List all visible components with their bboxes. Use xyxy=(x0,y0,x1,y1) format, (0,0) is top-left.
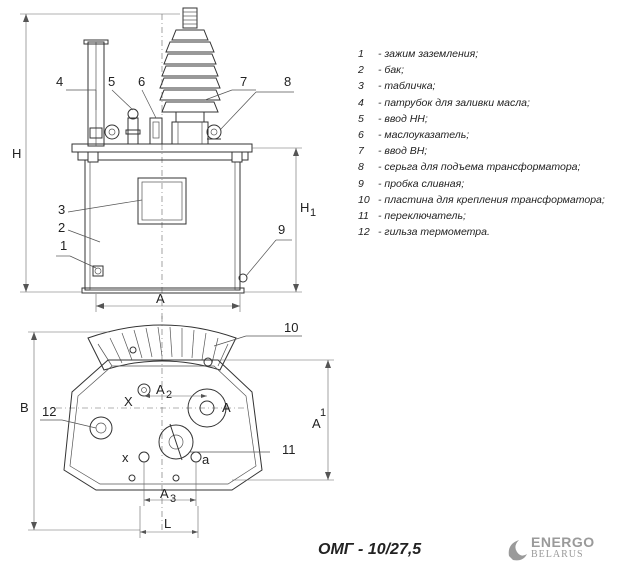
legend-item: 8- серьга для подъема трансформатора; xyxy=(358,161,581,174)
dim-a3-sub: 3 xyxy=(170,493,176,505)
callout-6: 6 xyxy=(138,74,145,89)
drawing-title: ОМГ - 10/27,5 xyxy=(318,541,422,558)
legend-item: 4- патрубок для заливки масла; xyxy=(358,96,530,109)
legend-item: 2- бак; xyxy=(358,64,405,77)
dim-h: H xyxy=(12,146,21,161)
lv-bushing xyxy=(125,108,141,145)
hv-bushing xyxy=(159,7,221,145)
callout-4: 4 xyxy=(56,74,63,89)
legend-item: 9- пробка сливная; xyxy=(358,177,465,190)
hv-bushing-top xyxy=(187,388,227,428)
front-view: H H 1 A 4 5 6 7 8 3 2 1 xyxy=(12,7,316,320)
legend-item: 3- табличка; xyxy=(358,80,436,93)
dim-l: L xyxy=(164,516,171,531)
callout-3: 3 xyxy=(58,202,65,217)
legend-item: 10- пластина для крепления трансформатор… xyxy=(358,193,605,206)
legend-item: 1- зажим заземления; xyxy=(358,48,479,60)
legend-item: 11- переключатель; xyxy=(358,210,466,223)
thermometer-sleeve xyxy=(89,416,113,440)
dim-a2-sub: 2 xyxy=(166,389,172,401)
dim-h1: H xyxy=(300,200,309,215)
legend-item: 5- ввод НН; xyxy=(358,112,428,125)
dim-a2: A xyxy=(156,382,165,397)
lifting-lug xyxy=(104,124,222,140)
oil-gauge xyxy=(149,117,163,145)
tank-base xyxy=(81,287,245,294)
callout-11: 11 xyxy=(282,442,296,457)
callout-1: 1 xyxy=(60,238,67,253)
callout-10: 10 xyxy=(284,320,298,335)
top-view: X x a A A 2 B A 1 A 3 xyxy=(20,316,334,538)
callout-9: 9 xyxy=(278,222,285,237)
tank-top-outline xyxy=(63,359,263,491)
legend-item: 7- ввод ВН; xyxy=(358,145,428,158)
dim-h1-sub: 1 xyxy=(310,207,316,219)
dim-a1-sub: 1 xyxy=(320,407,326,419)
legend-item: 6- маслоуказатель; xyxy=(358,129,470,142)
logo-swirl-icon xyxy=(508,540,527,561)
callout-7: 7 xyxy=(240,74,247,89)
mounting-plate xyxy=(87,324,237,371)
dim-a-front: A xyxy=(156,291,165,306)
logo-text-energo: ENERGO xyxy=(531,534,595,550)
dim-b: B xyxy=(20,400,29,415)
legend-item: 12- гильза термометра. xyxy=(358,226,490,239)
dim-a3: A xyxy=(160,486,169,501)
grounding-clamp xyxy=(92,265,104,277)
dim-a1: A xyxy=(312,416,321,431)
drain-plug xyxy=(238,273,248,283)
callout-12: 12 xyxy=(42,404,56,419)
logo-text-belarus: BELARUS xyxy=(531,549,584,560)
label-x-upper: X xyxy=(124,394,133,409)
logo: ENERGO BELARUS xyxy=(505,531,620,567)
callout-8: 8 xyxy=(284,74,291,89)
switch-top xyxy=(158,423,194,461)
label-a-center: A xyxy=(222,400,231,415)
lv-bushing-top xyxy=(137,383,151,397)
label-a-lower: a xyxy=(202,452,210,467)
tank-body xyxy=(84,159,241,291)
callout-5: 5 xyxy=(108,74,115,89)
callout-2: 2 xyxy=(58,220,65,235)
legend-list: 1- зажим заземления; 2- бак; 3- табличка… xyxy=(358,46,620,240)
label-x-lower: x xyxy=(122,450,129,465)
